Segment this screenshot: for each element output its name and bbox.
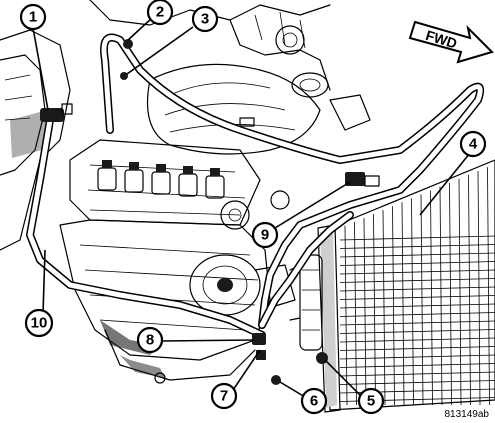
- callout-8-number: 8: [146, 332, 154, 349]
- callout-10: 10: [24, 308, 54, 338]
- callout-1: 1: [19, 3, 47, 31]
- cylinder-head-left: [69, 139, 261, 226]
- forward-direction-label: FWD: [424, 27, 459, 52]
- firewall-left-structure: [0, 29, 71, 251]
- forward-direction-arrow: FWD: [408, 20, 494, 64]
- callout-2: 2: [146, 0, 174, 26]
- intake-manifold: [146, 63, 371, 155]
- callout-1-number: 1: [29, 9, 37, 26]
- callout-3-number: 3: [201, 11, 209, 28]
- callout-4: 4: [459, 130, 487, 158]
- callout-2-number: 2: [156, 4, 164, 21]
- callout-5-number: 5: [367, 393, 375, 410]
- callout-leaders: [32, 17, 471, 398]
- condenser-radiator: [317, 159, 495, 413]
- ac-discharge-line: [258, 211, 354, 329]
- hose-fittings: [40, 39, 380, 385]
- callout-7: 7: [210, 382, 238, 410]
- ac-liquid-line: [26, 116, 266, 339]
- ac-suction-line: [100, 33, 485, 329]
- callout-9-number: 9: [261, 227, 269, 244]
- callout-8: 8: [136, 326, 164, 354]
- callout-10-number: 10: [31, 315, 48, 332]
- figure-id-label: 813149ab: [444, 409, 490, 420]
- oil-pan: [104, 329, 256, 384]
- callout-9: 9: [251, 221, 279, 249]
- callout-4-number: 4: [469, 136, 478, 153]
- callout-6-number: 6: [310, 393, 318, 410]
- callout-3: 3: [191, 5, 219, 33]
- callout-7-number: 7: [220, 388, 228, 405]
- callout-6: 6: [300, 387, 328, 415]
- callout-5: 5: [357, 387, 385, 415]
- cowl-top-structure: [89, 0, 331, 91]
